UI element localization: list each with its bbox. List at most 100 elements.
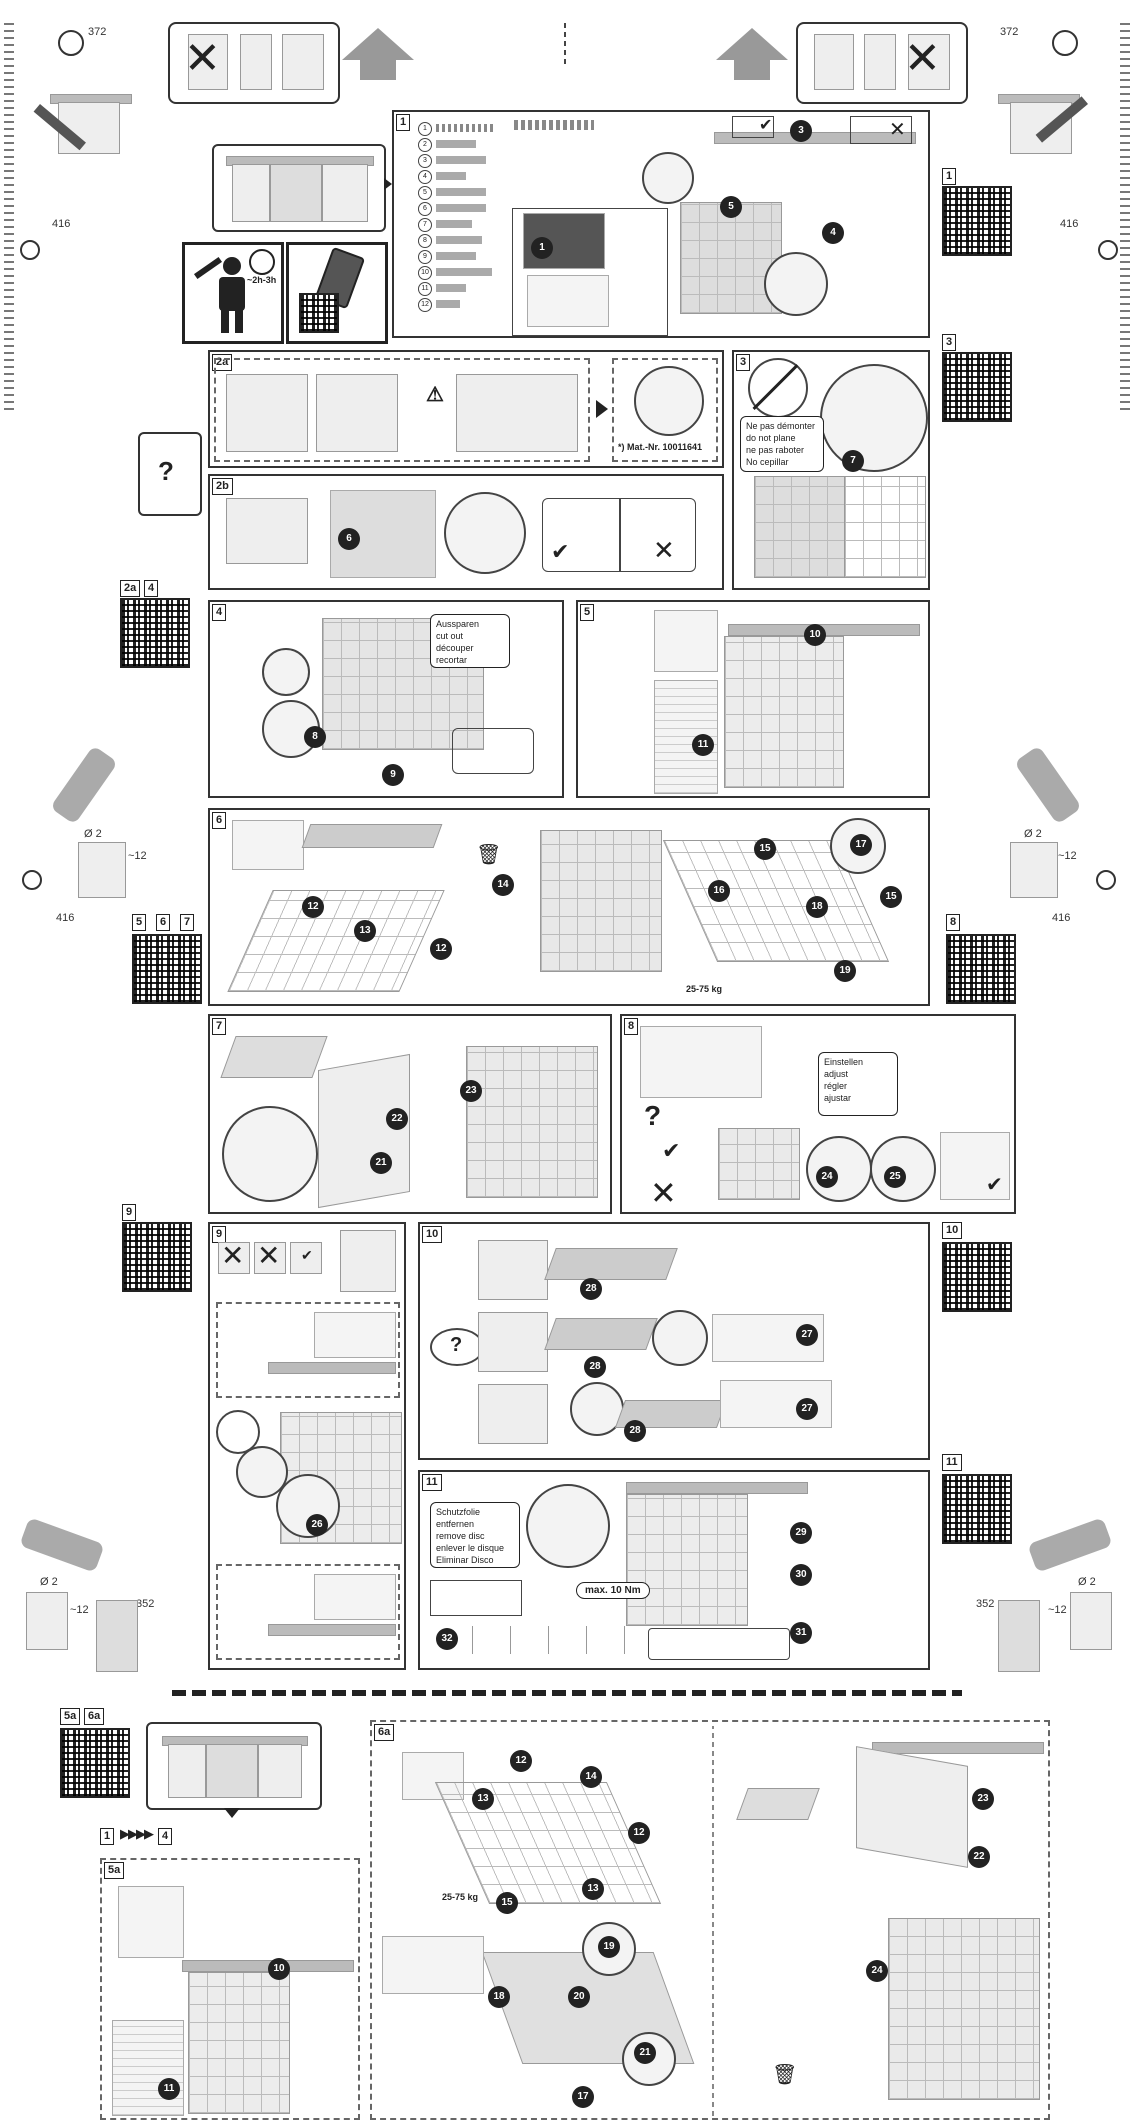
section-separator: [172, 1690, 962, 1696]
cross-detail: ✕: [850, 116, 912, 144]
prohibited-items-row: [464, 1626, 644, 1654]
detail-circle: [642, 152, 694, 204]
door-panel-grid: [434, 1782, 662, 1904]
qr-code[interactable]: [122, 1222, 192, 1292]
dim-label: 416: [1060, 218, 1079, 230]
clock-icon: [249, 249, 275, 275]
detail-top: [118, 1886, 184, 1958]
cross-icon: ✕: [904, 34, 941, 83]
step-panel-8: 8 ? ✔ ✕ Einstellen adjust régler ajustar…: [620, 1014, 1016, 1214]
target-icon: [58, 30, 84, 56]
screw-group: [514, 120, 594, 130]
qr-tag: 6: [156, 914, 171, 931]
detail-install-hooks: 1 2: [512, 208, 668, 336]
step-tag: 5a: [104, 1862, 125, 1879]
correct-wrong-detail: ✔ ✕: [542, 498, 696, 572]
door-type-box-right: ✕: [796, 22, 968, 104]
wrench-icon: [193, 256, 223, 280]
dishwasher-illustration: [680, 202, 782, 314]
alignment-detail: [640, 1026, 762, 1098]
step-tag: 5: [580, 604, 595, 621]
installer-tools-icon: ~2h-3h: [182, 242, 284, 344]
step-panel-6: 6 12 13 12 🗑 14 15 16 17 15 18 19 25-75 …: [208, 808, 930, 1006]
panel-variant: ✕: [254, 1240, 286, 1274]
step-tag: 1: [396, 114, 411, 131]
drill-icon: [1013, 745, 1083, 825]
do-not-plane-label: Ne pas démonter do not plane ne pas rabo…: [740, 416, 824, 472]
dishwasher-illustration: [754, 476, 846, 578]
step-panel-9: 9 ✕ ✕ ✔ 26: [208, 1222, 406, 1670]
weight-label: 25-75 kg: [686, 984, 723, 994]
target-icon: [22, 870, 42, 890]
qr-tag: 11: [942, 1454, 962, 1471]
step-tag: 3: [736, 354, 751, 371]
step-panel-3: 3 Ne pas démonter do not plane ne pas ra…: [732, 350, 930, 590]
qr-code[interactable]: [60, 1728, 130, 1798]
drill-icon: [49, 745, 119, 825]
scan-qr-phone-icon: [286, 242, 388, 344]
up-arrow-stem: [360, 60, 396, 80]
check-icon: ✔: [759, 117, 773, 134]
target-icon: [20, 240, 40, 260]
qr-code[interactable]: [942, 1474, 1012, 1544]
weight-label: 25-75 kg: [442, 1892, 479, 1902]
cross-icon: ✕: [889, 119, 906, 141]
step-panel-10: 10 ? 28 28 27 28 27: [418, 1222, 930, 1460]
bracket-illustration: [998, 1600, 1040, 1672]
arrow-down-icon: [224, 1808, 240, 1818]
detail-circle: [526, 1484, 610, 1568]
detail-circle: [830, 818, 886, 874]
qr-code[interactable]: [942, 1242, 1012, 1312]
dishwasher-illustration: [626, 1494, 748, 1626]
level-indicator: [452, 728, 534, 774]
step-panel-7: 7 22 21 23: [208, 1014, 612, 1214]
check-detail: ✔: [732, 116, 774, 138]
cross-icon: ✕: [653, 535, 675, 565]
door-panel: [856, 1746, 968, 1868]
step-panel-2b: 2b 6 ✔ ✕: [208, 474, 724, 590]
step-panel-6a: 6a 12 13 14 12 15 13 25-75 kg 18 20 19 2…: [370, 1720, 1050, 2120]
qr-code[interactable]: [946, 934, 1016, 1004]
countertop-marking-illustration-left: [33, 90, 132, 156]
adjust-detail: [940, 1132, 1010, 1200]
mat-nr-detail: *) Mat.-Nr. 10011641: [612, 358, 718, 462]
cabinet-door-icon: [240, 34, 272, 90]
check-icon: ✔: [551, 539, 570, 564]
detail-circle: [652, 1310, 708, 1366]
detail-variant-a: [216, 1302, 400, 1398]
dim-label: 416: [52, 218, 71, 230]
door-type-box-left: ✕: [168, 22, 340, 104]
qr-code[interactable]: [132, 934, 202, 1004]
door-edge-detail: [220, 1036, 328, 1078]
question-icon: ?: [644, 1100, 662, 1131]
drill-hole-box: [26, 1592, 68, 1650]
up-arrow-icon: [342, 28, 414, 60]
qr-code[interactable]: [120, 598, 190, 668]
detail-circle: [806, 1136, 872, 1202]
detail-circle: [764, 252, 828, 316]
kitchen-overview-bottom: [146, 1722, 322, 1810]
qr-tag: 6a: [84, 1708, 105, 1725]
detail-top-left-2: [382, 1936, 484, 1994]
qr-tag: 10: [942, 1222, 963, 1239]
qr-code[interactable]: [942, 186, 1012, 256]
qr-code[interactable]: [942, 352, 1012, 422]
center-mark: [564, 20, 566, 64]
qr-tag: 2a: [120, 580, 141, 597]
qr-tag: 1: [942, 168, 957, 185]
door-edge-detail: [736, 1788, 820, 1820]
warning-icon: [414, 376, 450, 406]
detail-variant-b: [216, 1564, 400, 1660]
qr-tag: 7: [180, 914, 195, 931]
step-tag: 10: [422, 1226, 443, 1243]
qr-code: [299, 293, 339, 333]
step-tag: 2b: [212, 478, 233, 495]
step-tag: 7: [212, 1018, 227, 1035]
drill-icon: [1027, 1517, 1113, 1573]
qr-tag: 4: [144, 580, 159, 597]
up-arrow-stem: [734, 60, 770, 80]
step-panel-2a: 2a ⚠ *) Mat.-Nr. 10011641: [208, 350, 724, 468]
cabinet-door-icon: [814, 34, 854, 90]
step-tag: 6a: [374, 1724, 395, 1741]
qr-tag: 5a: [60, 1708, 81, 1725]
